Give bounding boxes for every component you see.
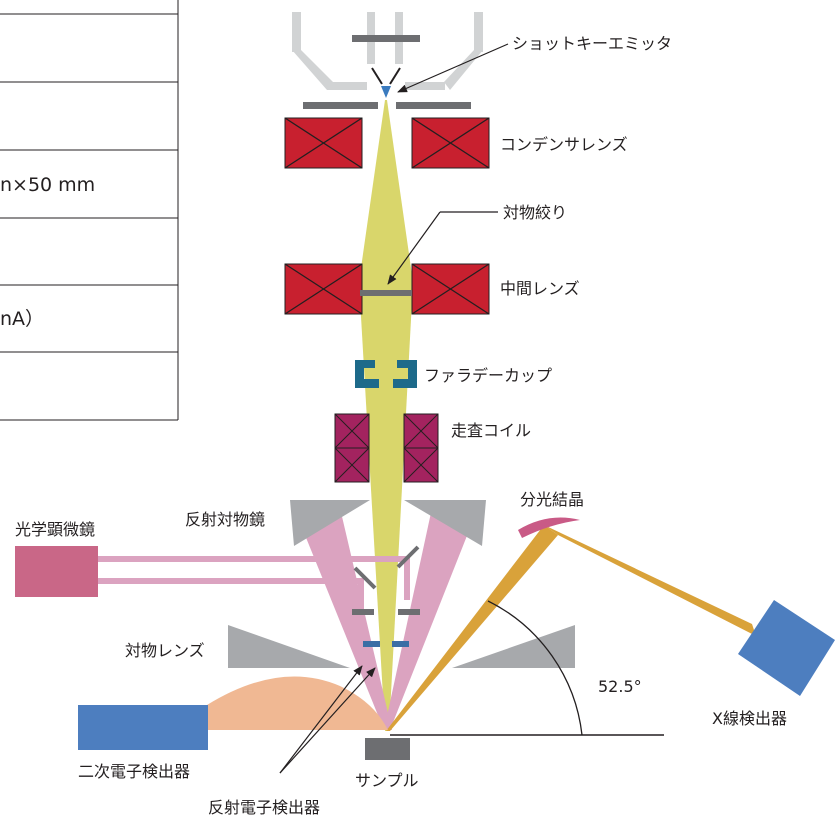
label-reflective-objective: 反射対物鏡 — [185, 510, 265, 529]
leader-arrow-emitter — [397, 43, 509, 93]
label-xray-detector: X線検出器 — [712, 709, 787, 728]
label-condenser-lens: コンデンサレンズ — [500, 135, 628, 154]
table-cell: n×50 mm — [0, 174, 95, 196]
xray-path-to-crystal — [386, 525, 558, 731]
mirror-left — [353, 566, 377, 590]
leader-arrow-aperture-head — [387, 211, 441, 285]
label-optical-microscope: 光学顕微鏡 — [15, 520, 95, 539]
interaction-volume — [207, 676, 388, 730]
angle-arc — [487, 600, 583, 736]
bottom-aperture-right — [398, 609, 420, 615]
reflective-objective-right — [404, 500, 486, 546]
objective-lens-right — [452, 625, 575, 668]
label-objective-lens: 対物レンズ — [125, 641, 205, 660]
table-cell: nA） — [0, 308, 44, 330]
anode-plate-right — [396, 102, 471, 109]
xray-detector-box — [738, 600, 835, 696]
emitter-tip — [381, 86, 391, 98]
bottom-aperture-left — [352, 609, 374, 615]
leader-arrow-backscatter-2 — [279, 667, 376, 774]
label-objective-aperture: 対物絞り — [503, 203, 567, 222]
label-scan-coil: 走査コイル — [451, 421, 531, 440]
electron-beam-upper — [359, 100, 413, 282]
objective-lens-left — [228, 625, 350, 668]
backscatter-detector-plate-left — [363, 641, 380, 647]
label-faraday-cup: ファラデーカップ — [424, 366, 552, 385]
wehnelt-electrode — [352, 35, 420, 42]
label-sample: サンプル — [355, 771, 419, 790]
backscatter-detector-plate-right — [392, 641, 409, 647]
sample-block — [365, 738, 410, 760]
analyzing-crystal-shape — [518, 517, 580, 538]
label-secondary-electron-detector: 二次電子検出器 — [78, 762, 190, 781]
label-intermediate-lens: 中間レンズ — [500, 279, 580, 298]
condenser-lens — [284, 117, 490, 169]
intermediate-lens — [284, 263, 490, 315]
optical-microscope-box — [15, 546, 98, 597]
mirror-right — [396, 545, 420, 569]
electron-beam-lower — [359, 282, 413, 731]
electron-gun-housing — [292, 12, 483, 90]
spec-table: n×50 mm nA） — [0, 0, 179, 421]
scan-coil — [334, 413, 439, 483]
objective-aperture — [360, 290, 412, 296]
xray-path-to-detector — [544, 525, 756, 636]
leader-arrow-backscatter-1 — [279, 665, 363, 774]
faraday-cup — [355, 360, 417, 388]
reflective-objective-left — [290, 500, 370, 546]
secondary-electron-detector-box — [78, 705, 208, 750]
anode-plate-left — [303, 102, 378, 109]
label-schottky-emitter: ショットキーエミッタ — [512, 34, 672, 53]
label-angle: 52.5° — [598, 677, 642, 696]
label-analyzing-crystal: 分光結晶 — [520, 490, 584, 509]
label-backscatter-detector: 反射電子検出器 — [208, 798, 320, 817]
